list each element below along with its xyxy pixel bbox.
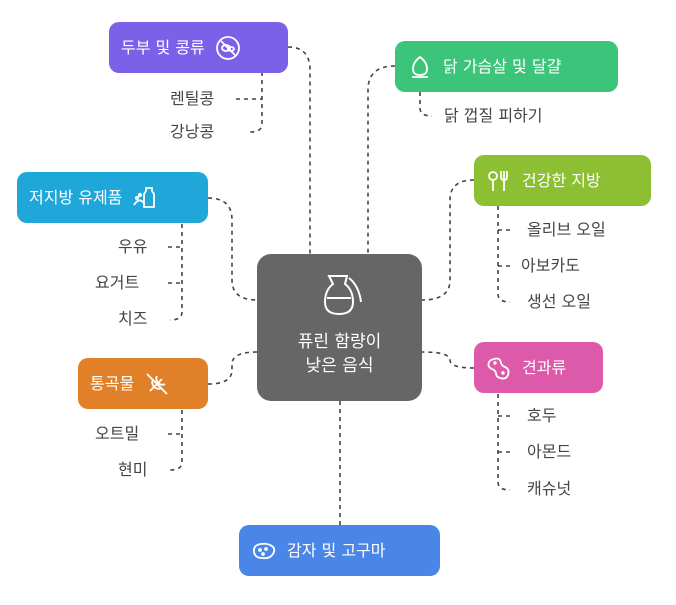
node-fats[interactable]: 건강한 지방 (474, 155, 651, 206)
node-dairy[interactable]: 저지방 유제품 (17, 172, 208, 223)
node-grains-label: 통곡물 (90, 373, 135, 393)
link-fats (421, 179, 475, 301)
leaf-yogurt: 요거트 (95, 273, 140, 292)
link-nuts (421, 351, 475, 369)
sublink-grains (169, 410, 183, 471)
no-wheat-icon (144, 371, 170, 397)
leaf-walnut: 호두 (527, 406, 557, 425)
leaf-olive-oil: 올리브 오일 (527, 220, 606, 239)
pitcher-icon (315, 272, 365, 318)
leaf-kidney-bean: 강낭콩 (170, 122, 215, 141)
node-chicken[interactable]: 닭 가슴살 및 달걀 (395, 41, 618, 92)
node-chicken-label: 닭 가슴살 및 달걀 (443, 56, 562, 76)
leaf-lentil: 렌틸콩 (170, 89, 215, 108)
center-title-line1: 퓨린 함량이 (297, 332, 382, 352)
peanut-icon (486, 355, 512, 381)
node-dairy-label: 저지방 유제품 (29, 187, 123, 207)
leaf-fish-oil: 생선 오일 (527, 292, 591, 311)
leaf-milk: 우유 (118, 237, 148, 256)
leaf-brown-rice: 현미 (118, 460, 148, 479)
center-node: 퓨린 함량이 낮은 음식 (257, 254, 422, 401)
utensils-icon (486, 168, 512, 194)
node-tofu-label: 두부 및 콩류 (121, 37, 205, 57)
center-title-line2: 낮은 음식 (305, 356, 374, 376)
dairy-icon (132, 185, 158, 211)
node-nuts-label: 견과류 (522, 357, 567, 377)
sublink-fats (497, 206, 511, 303)
sublink-chicken (419, 92, 433, 117)
egg-icon (407, 54, 433, 80)
node-grains[interactable]: 통곡물 (78, 358, 208, 409)
leaf-cashew: 캐슈넛 (527, 479, 572, 498)
node-fats-label: 건강한 지방 (522, 170, 601, 190)
sublink-nuts (497, 394, 511, 491)
link-tofu (287, 46, 311, 254)
no-beans-icon (215, 35, 241, 61)
node-tofu[interactable]: 두부 및 콩류 (109, 22, 288, 73)
leaf-skin-off: 닭 껍질 피하기 (444, 106, 543, 125)
potato-icon (251, 538, 277, 564)
link-grains (207, 351, 258, 385)
link-dairy (207, 197, 258, 301)
leaf-oatmeal: 오트밀 (95, 424, 140, 443)
node-nuts[interactable]: 견과류 (474, 342, 603, 393)
node-potato[interactable]: 감자 및 고구마 (239, 525, 440, 576)
leaf-avocado: 아보카도 (521, 256, 580, 275)
leaf-almond: 아몬드 (527, 442, 572, 461)
leaf-cheese: 치즈 (118, 309, 148, 328)
link-chicken (367, 65, 396, 254)
sublink-tofu (249, 72, 263, 133)
sublink-dairy (169, 224, 183, 321)
node-potato-label: 감자 및 고구마 (287, 540, 386, 560)
